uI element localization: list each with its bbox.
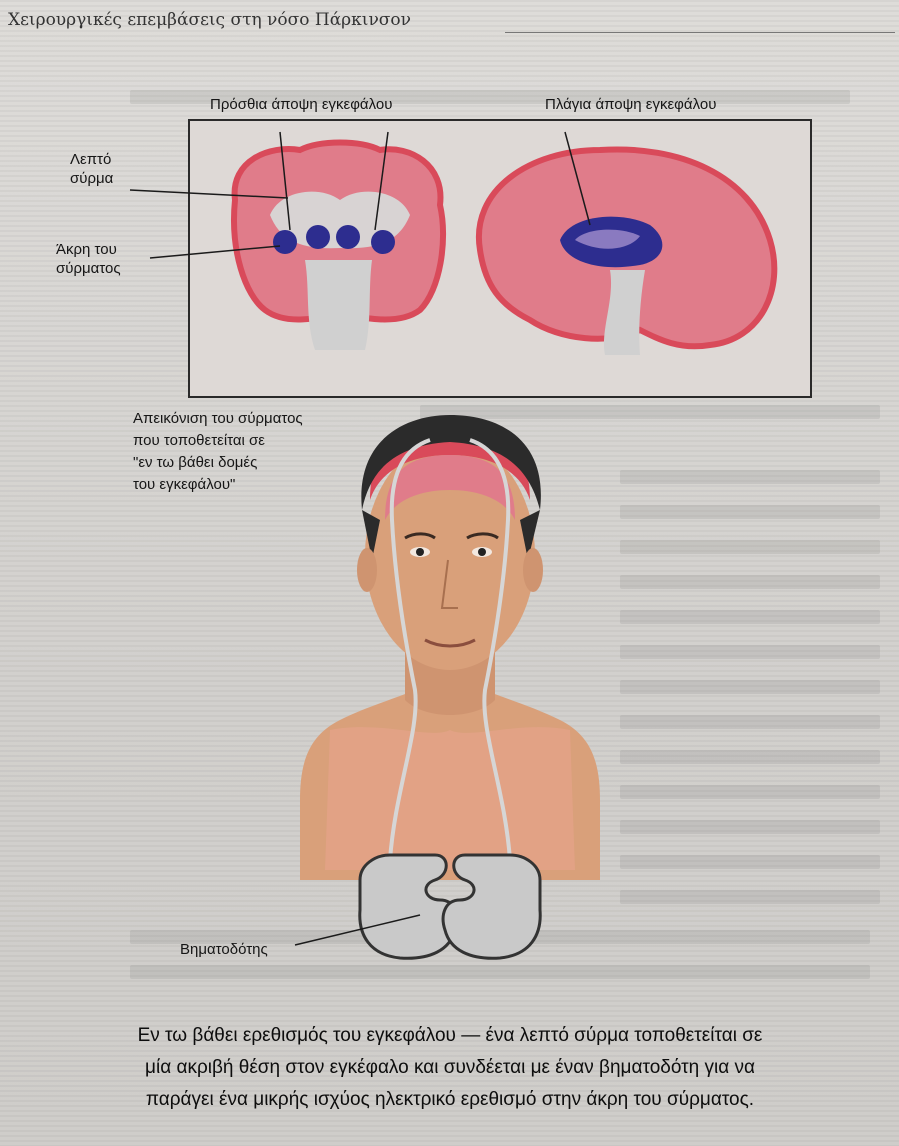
caption-line3: παράγει ένα μικρής ισχύος ηλεκτρικό ερεθ…	[20, 1084, 880, 1116]
wire-tip-label: Άκρη του σύρματος	[56, 240, 121, 278]
caption-line1: Εν τω βάθει ερεθισμός του εγκεφάλου — έν…	[20, 1020, 880, 1052]
side-brain-illustration	[479, 149, 774, 355]
figure-caption: Εν τω βάθει ερεθισμός του εγκεφάλου — έν…	[20, 1020, 880, 1116]
depiction-line2: που τοποθετείται σε	[133, 430, 303, 452]
depiction-line1: Απεικόνιση του σύρματος	[133, 408, 303, 430]
front-view-label: Πρόσθια άποψη εγκεφάλου	[210, 95, 392, 114]
wire-tip-label-line2: σύρματος	[56, 259, 121, 278]
thin-wire-label: Λεπτό σύρμα	[70, 150, 113, 188]
wire-depiction-label: Απεικόνιση του σύρματος που τοποθετείται…	[133, 408, 303, 496]
thin-wire-label-line1: Λεπτό	[70, 150, 113, 169]
patient-illustration	[300, 415, 600, 880]
depiction-line4: του εγκεφάλου"	[133, 474, 303, 496]
pacemaker-label: Βηματοδότης	[180, 940, 268, 959]
wire-tip-label-line1: Άκρη του	[56, 240, 121, 259]
depiction-line3: "εν τω βάθει δομές	[133, 452, 303, 474]
caption-line2: μία ακριβή θέση στον εγκέφαλο και συνδέε…	[20, 1052, 880, 1084]
thin-wire-label-line2: σύρμα	[70, 169, 113, 188]
side-view-label: Πλάγια άποψη εγκεφάλου	[545, 95, 716, 114]
front-brain-illustration	[234, 143, 443, 351]
